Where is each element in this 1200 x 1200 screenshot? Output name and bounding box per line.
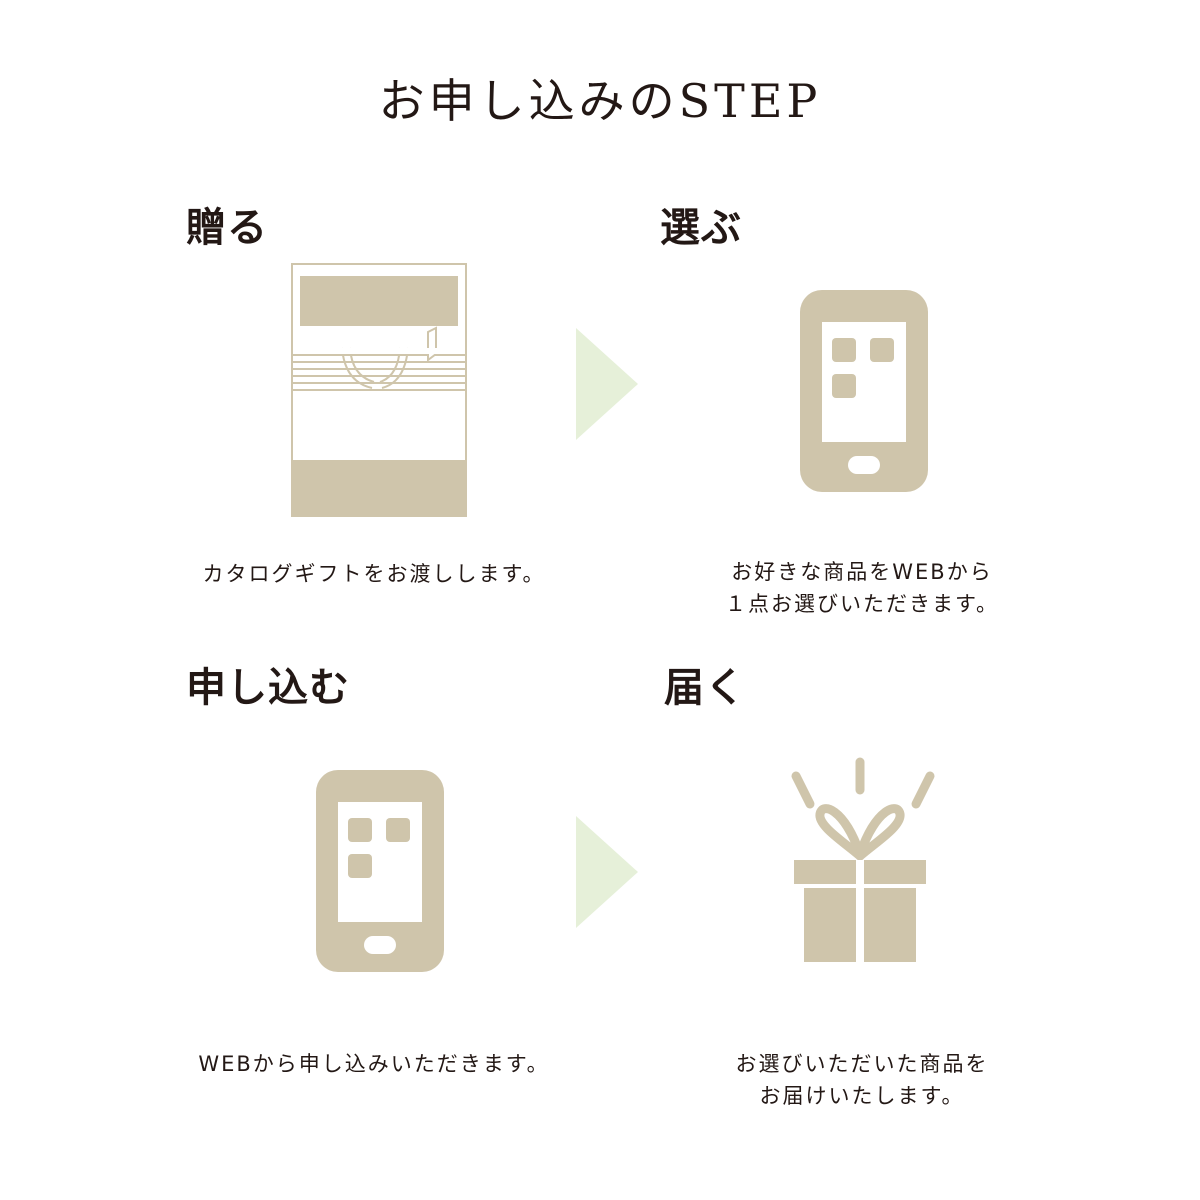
step-description: WEBから申し込みいただきます。 <box>198 1052 550 1076</box>
arrow-right-icon <box>576 816 638 928</box>
step-description: カタログギフトをお渡しします。 <box>202 562 546 586</box>
smartphone-icon <box>316 770 444 972</box>
step-heading: 贈る <box>186 204 268 251</box>
step-heading: 届く <box>664 664 746 711</box>
gift-box-icon <box>791 757 935 962</box>
step-description: お好きな商品をWEBから １点お選びいただきます。 <box>725 560 999 616</box>
step-heading: 選ぶ <box>660 204 742 251</box>
arrow-right-icon <box>576 328 638 440</box>
step-heading: 申し込む <box>186 664 350 711</box>
catalog-gift-icon <box>291 263 467 517</box>
step-description: お選びいただいた商品を お届けいたします。 <box>735 1052 989 1108</box>
page-title: お申し込みのSTEP <box>378 74 822 128</box>
smartphone-icon <box>800 290 928 492</box>
